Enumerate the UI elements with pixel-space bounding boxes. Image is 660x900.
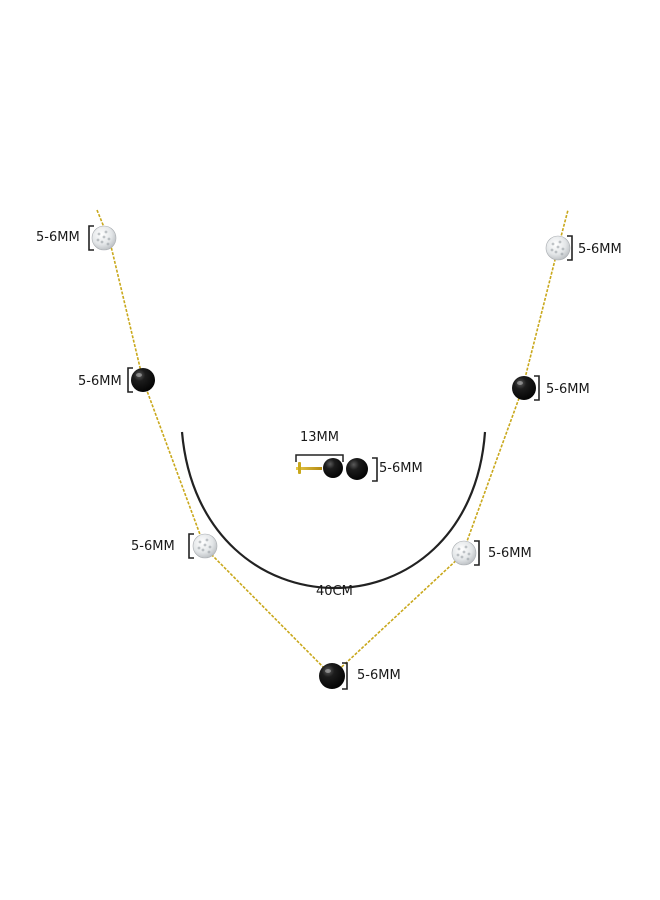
length-measure-arc <box>180 431 487 589</box>
crystal-bead <box>451 540 477 566</box>
bead-size-label: 5-6MM <box>36 230 80 245</box>
chain-length-label: 40CM <box>316 584 353 599</box>
earring-size-bracket <box>372 457 378 482</box>
onyx-bead <box>319 663 345 689</box>
bead-size-bracket <box>127 367 133 393</box>
bead-size-label: 5-6MM <box>488 546 532 561</box>
bead-size-bracket <box>188 533 194 559</box>
onyx-bead <box>512 376 536 400</box>
bead-size-label: 5-6MM <box>546 382 590 397</box>
stud-earring <box>296 458 368 480</box>
crystal-bead <box>192 533 218 559</box>
bead-size-bracket <box>342 662 348 690</box>
crystal-bead <box>545 235 571 261</box>
bead-size-bracket <box>88 225 94 251</box>
bead-size-bracket <box>534 375 540 401</box>
bead-size-label: 5-6MM <box>131 539 175 554</box>
earring-length-bracket <box>295 454 344 462</box>
bead-size-label: 5-6MM <box>357 668 401 683</box>
bead-size-bracket <box>567 235 573 261</box>
crystal-bead <box>91 225 117 251</box>
bead-size-label: 5-6MM <box>78 374 122 389</box>
onyx-bead <box>131 368 155 392</box>
earring-size-label: 5-6MM <box>379 461 423 476</box>
earring-length-label: 13MM <box>300 430 339 445</box>
bead-size-label: 5-6MM <box>578 242 622 257</box>
bead-size-bracket <box>474 540 480 566</box>
